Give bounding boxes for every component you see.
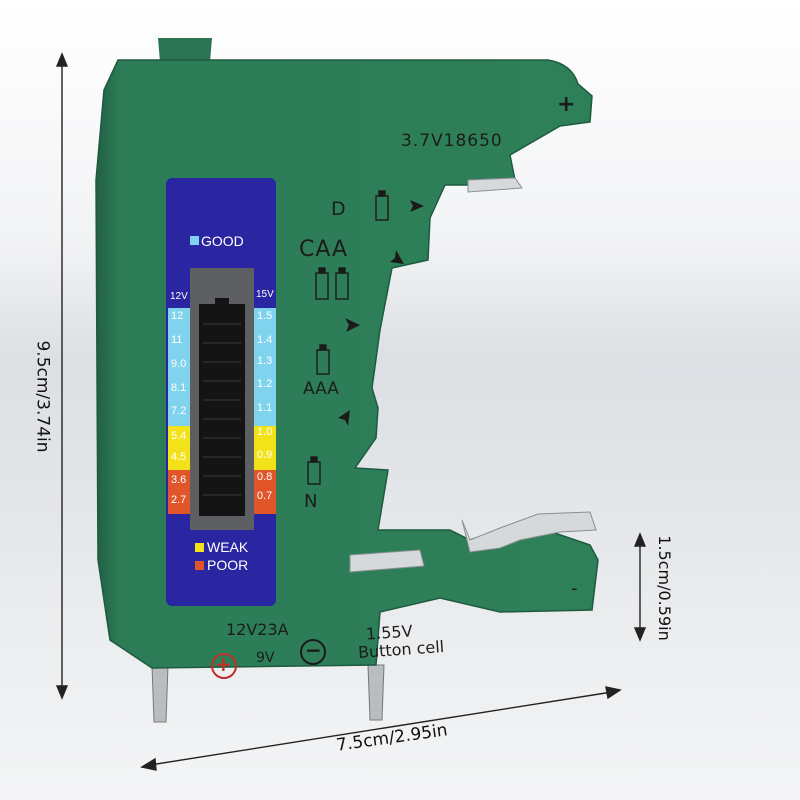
right-scale-header: 15V	[256, 289, 274, 300]
left-scale-value: 2.7	[171, 494, 187, 506]
aaa-battery-icon	[316, 344, 330, 375]
c-battery-icon	[315, 267, 349, 300]
right-scale-value: 1.0	[257, 426, 273, 438]
good-legend-swatch	[190, 236, 199, 245]
slot-dimension-label: 1.5cm/0.59in	[655, 535, 674, 641]
right-scale-value: 1.3	[257, 355, 273, 367]
left-scale-value: 12	[171, 310, 184, 322]
left-scale-value: 7.2	[171, 405, 187, 417]
minus-sign: −	[305, 638, 322, 662]
left-scale-value: 9.0	[171, 358, 187, 370]
poor-legend-swatch	[195, 561, 204, 570]
label-d: D	[331, 198, 346, 220]
contact-pins	[151, 664, 385, 723]
left-scale-value: 5.4	[171, 430, 187, 442]
right-scale-value: 1.2	[257, 378, 273, 390]
meter-window	[199, 304, 245, 516]
top-tab	[158, 38, 212, 62]
meter-segments	[203, 323, 241, 496]
poor-label: POOR	[207, 557, 249, 573]
right-scale-value: 0.7	[257, 490, 273, 502]
plus-sign: +	[215, 652, 232, 676]
battery-icons	[307, 190, 389, 485]
label-9v: 9V	[256, 650, 275, 666]
metal-contacts	[349, 177, 597, 573]
contact-minus-mark: -	[571, 578, 578, 599]
left-scale-value: 3.6	[171, 474, 187, 486]
good-label: GOOD	[201, 233, 244, 249]
label-n: N	[304, 491, 318, 512]
aaa-slot-arrow-icon	[345, 318, 360, 332]
dimension-lines	[55, 52, 647, 771]
slot-arrows	[338, 200, 424, 426]
weak-label: WEAK	[207, 539, 249, 555]
right-scale-value: 1.4	[257, 334, 273, 346]
right-scale-value: 1.1	[257, 402, 273, 414]
minus-circle-icon	[300, 639, 326, 665]
contact-plus-mark: +	[557, 92, 576, 117]
left-scale-strip	[168, 308, 190, 514]
label-aaa: AAA	[303, 379, 339, 399]
left-scale-header: 12V	[170, 291, 188, 302]
n-battery-icon	[307, 456, 321, 485]
meter-tip	[215, 298, 229, 306]
height-dimension-label: 9.5cm/3.74in	[32, 340, 53, 453]
label-18650: 3.7V18650	[401, 131, 503, 151]
d-battery-icon	[375, 190, 389, 221]
left-scale-value: 8.1	[171, 382, 187, 394]
weak-legend-swatch	[195, 543, 204, 552]
right-scale-strip	[254, 308, 276, 514]
c-slot-arrow-icon	[390, 250, 404, 264]
d-slot-arrow-icon	[410, 200, 424, 212]
left-scale-value: 11	[171, 334, 183, 346]
n-slot-arrow-icon	[338, 410, 350, 426]
plus-circle-icon	[211, 653, 237, 679]
label-c: CAA	[299, 237, 349, 262]
right-scale-value: 0.9	[257, 449, 273, 461]
label-12v23a: 12V23A	[226, 620, 289, 639]
right-scale-value: 1.5	[257, 310, 273, 322]
right-scale-value: 0.8	[257, 471, 273, 483]
left-scale-value: 4.5	[171, 451, 187, 463]
